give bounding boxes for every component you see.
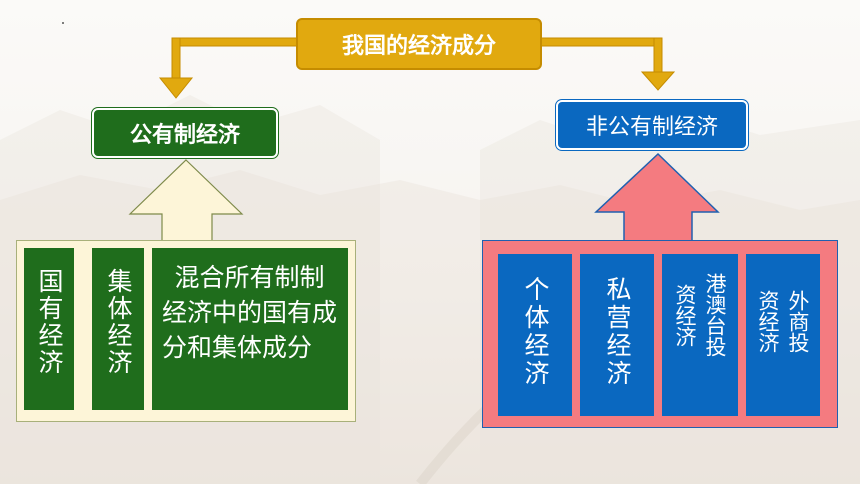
non-public-economy-box: 非公有制经济 [556,100,748,150]
right-up-arrow [594,152,720,243]
state-owned-economy-card: 国有经济 [24,248,74,410]
collective-economy-card: 集体经济 [92,248,144,410]
hk-macao-taiwan-investment-card: 港澳台投资经济 [662,254,738,416]
hk-macao-taiwan-investment-text: 港澳台投资经济 [673,273,727,357]
private-economy-card: 私营经济 [580,254,654,416]
foreign-investment-card: 外商投资经济 [746,254,820,416]
mixed-ownership-card: 混合所有制制经济中的国有成分和集体成分 [152,248,348,410]
state-owned-economy-text: 国有经济 [35,268,64,376]
individual-economy-card: 个体经济 [498,254,572,416]
left-up-arrow [128,159,244,243]
foreign-investment-text: 外商投资经济 [756,289,810,353]
private-economy-text: 私营经济 [603,276,632,388]
title-box: 我国的经济成分 [296,18,542,70]
title-text: 我国的经济成分 [341,34,496,59]
non-public-economy-label: 非公有制经济 [585,115,718,140]
public-economy-box: 公有制经济 [92,108,278,158]
decorative-dot [62,22,64,24]
public-economy-label: 公有制经济 [129,123,240,148]
mixed-ownership-text: 混合所有制制经济中的国有成分和集体成分 [162,263,338,362]
collective-economy-text: 集体经济 [104,268,133,376]
individual-economy-text: 个体经济 [521,276,550,388]
